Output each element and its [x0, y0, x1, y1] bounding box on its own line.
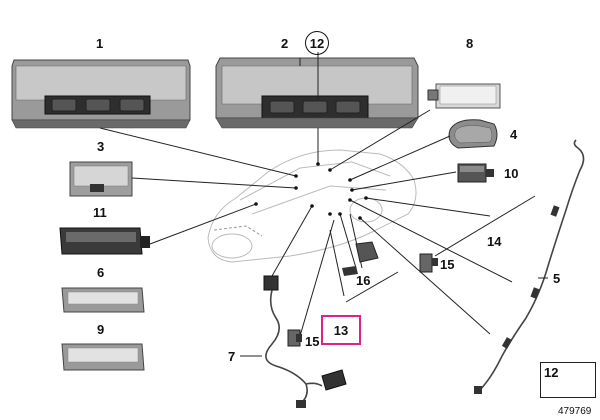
- leader-lines: [99, 109, 536, 337]
- label-part-4: 4: [510, 127, 518, 142]
- part-2-roof-console: [215, 57, 419, 129]
- mount-points: [254, 162, 368, 220]
- part-16-bracket: [342, 241, 379, 276]
- label-part-12-circled: 12: [305, 31, 329, 55]
- part-7-wiring-harness: [263, 275, 347, 408]
- part-3-light: [69, 161, 133, 197]
- label-part-3: 3: [97, 139, 105, 154]
- part-12-inset: 12: [540, 362, 596, 398]
- label-part-5: 5: [553, 271, 561, 286]
- label-part-12-inset: 12: [544, 365, 559, 380]
- part-8-light: [427, 83, 501, 109]
- label-part-13: 13: [333, 322, 349, 338]
- label-part-15-left: 15: [305, 334, 320, 349]
- part-6-light: [61, 287, 145, 313]
- label-part-2: 2: [281, 36, 289, 51]
- label-part-16: 16: [356, 273, 371, 288]
- label-part-8: 8: [466, 36, 474, 51]
- part-15-connector-right: [419, 253, 438, 273]
- reference-number: 479769: [558, 406, 592, 417]
- part-11-light: [59, 227, 150, 255]
- part-1-front-reading-light: [11, 59, 191, 129]
- part-15-connector-left: [287, 329, 302, 347]
- label-part-11: 11: [93, 205, 107, 220]
- label-part-14: 14: [487, 234, 502, 249]
- label-part-9: 9: [97, 322, 105, 337]
- part-9-light: [61, 343, 145, 371]
- part-5-wiring-harness: [474, 139, 585, 394]
- label-part-6: 6: [97, 265, 105, 280]
- highlight-part-13[interactable]: 13: [321, 315, 361, 345]
- label-part-10: 10: [504, 166, 519, 181]
- label-part-15-right: 15: [440, 257, 455, 272]
- label-part-7: 7: [228, 349, 236, 364]
- label-part-1: 1: [96, 36, 104, 51]
- part-10-light: [457, 163, 494, 183]
- label-leaders: [240, 52, 548, 357]
- part-4-light: [448, 119, 498, 149]
